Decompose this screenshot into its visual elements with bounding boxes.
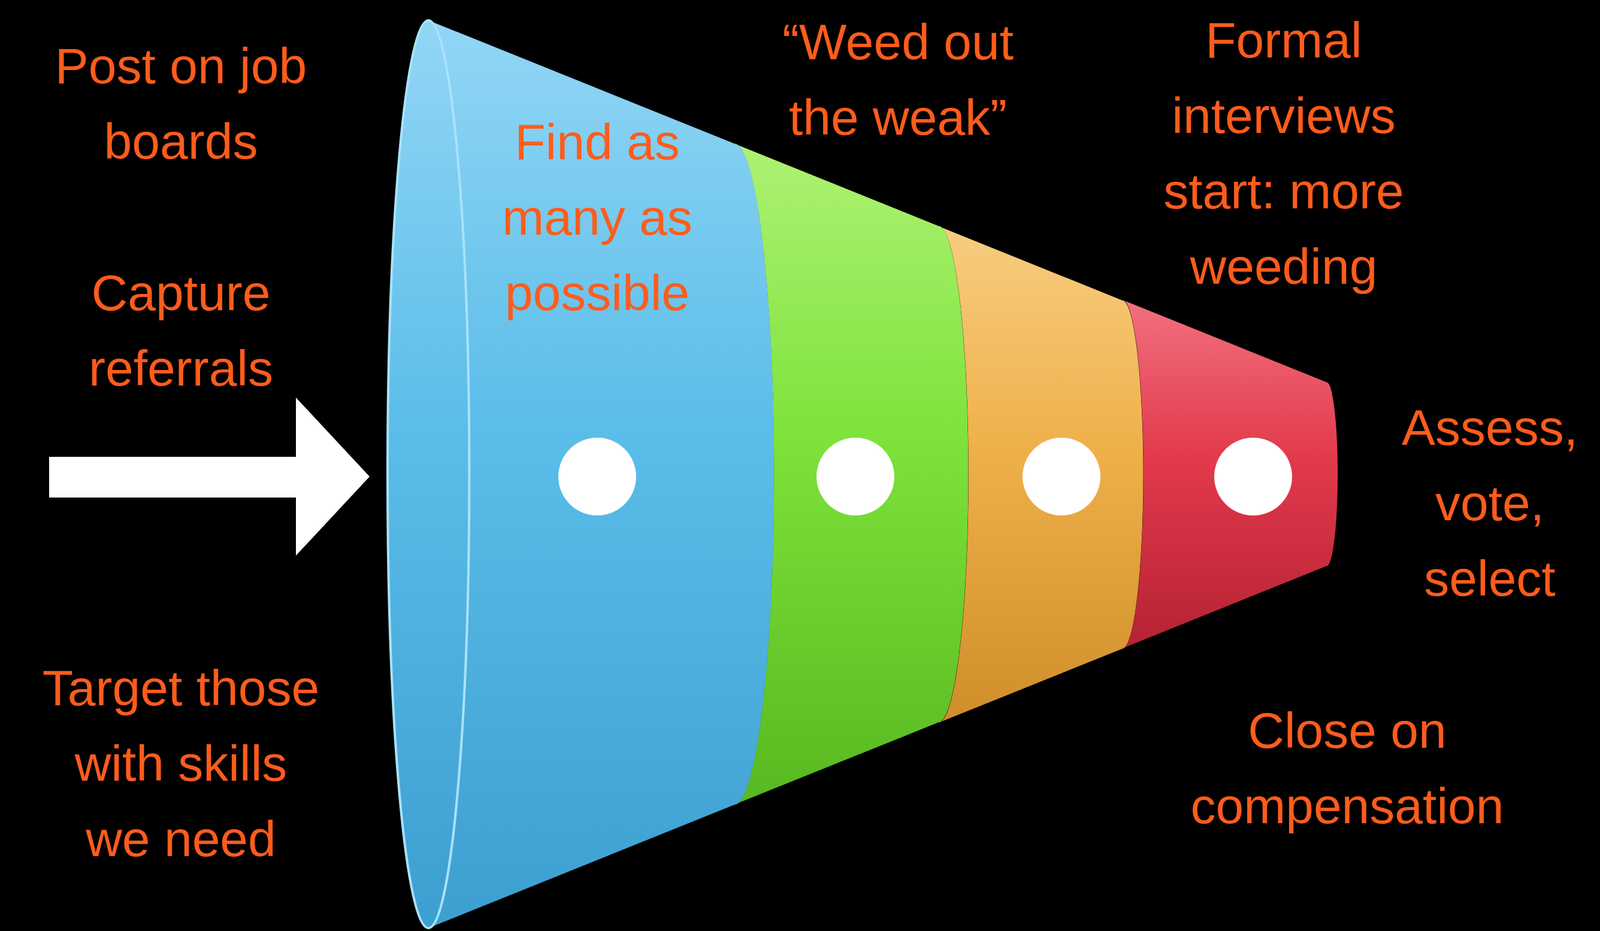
- note-label: Close on compensation: [1185, 693, 1509, 845]
- stage-label: “Weed out the weak”: [766, 4, 1030, 156]
- blue-band: Find as many as possible: [386, 19, 776, 930]
- arrow-head: [295, 397, 370, 556]
- note-label-wrap: Close on compensation: [1185, 693, 1509, 845]
- band-shape: [1121, 298, 1339, 650]
- band-fill: [938, 226, 1144, 724]
- band-fill: [734, 143, 969, 806]
- green-band: “Weed out the weak”: [733, 142, 970, 807]
- band-fill: [1122, 300, 1338, 649]
- stage-label-wrap: “Weed out the weak”: [766, 4, 1030, 156]
- note-label-wrap: Capture referrals: [49, 255, 313, 407]
- note-label: Target those with skills we need: [37, 650, 325, 877]
- stage-label-wrap: Assess, vote, select: [1393, 389, 1586, 617]
- note-label-wrap: Target those with skills we need: [37, 650, 325, 877]
- stage-label-wrap: Formal interviews start: more weeding: [1157, 2, 1410, 305]
- stage-dot: [1022, 437, 1101, 516]
- note-label: Post on job boards: [49, 28, 313, 180]
- funnel-rim: [387, 20, 470, 929]
- red-band: Assess, vote, select: [1121, 298, 1339, 650]
- band-shape: [937, 225, 1145, 725]
- band-shape: [733, 142, 970, 807]
- stage-dot: [816, 437, 895, 516]
- note-label: Capture referrals: [49, 255, 313, 407]
- arrow-shaft: [49, 457, 298, 498]
- stage-label-wrap: Find as many as possible: [477, 104, 718, 331]
- note-label-wrap: Post on job boards: [49, 28, 313, 180]
- stage-dot: [1214, 437, 1293, 516]
- stage-label: Find as many as possible: [477, 104, 718, 331]
- stage-dot: [558, 437, 637, 516]
- stage-label: Assess, vote, select: [1393, 389, 1586, 617]
- band-fill: [387, 20, 774, 929]
- orange-band: Formal interviews start: more weeding: [937, 225, 1145, 725]
- stage-label: Formal interviews start: more weeding: [1157, 2, 1410, 305]
